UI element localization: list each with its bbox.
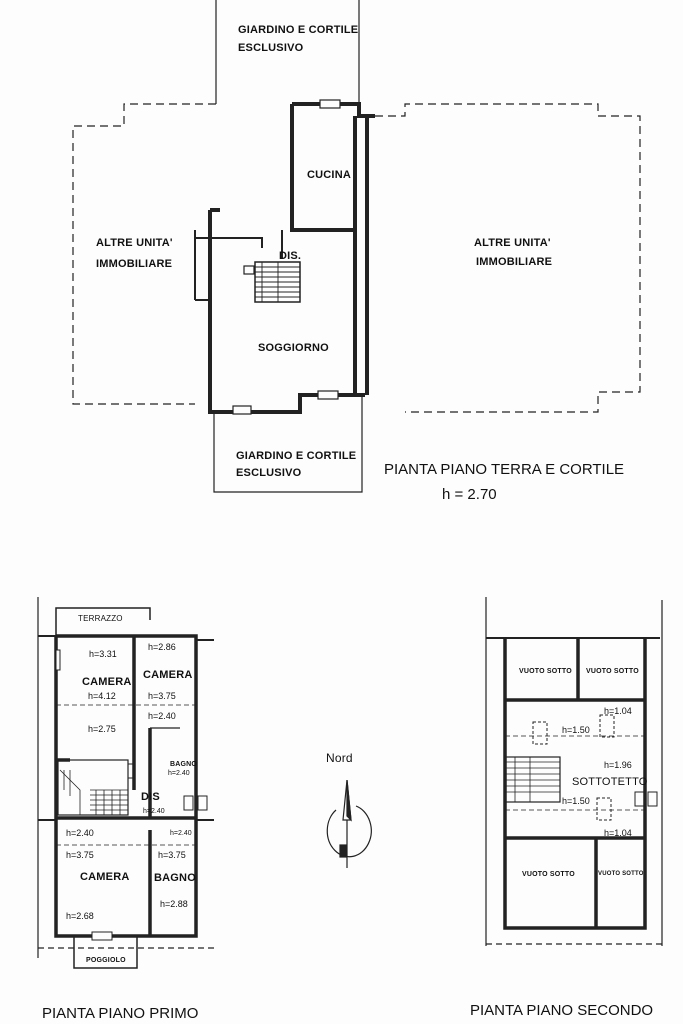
first-floor-dis-label: DIS <box>141 791 160 803</box>
other-units-left-label-line-2: IMMOBILIARE <box>96 258 173 270</box>
bedroom-1-label: CAMERA <box>82 676 132 688</box>
small-bathroom-label: BAGNO <box>170 761 198 768</box>
other-units-right-label-line-2: IMMOBILIARE <box>476 256 553 268</box>
second-floor-flue-2 <box>647 791 658 807</box>
balcony-label: POGGIOLO <box>86 957 126 964</box>
ground-window-2 <box>317 390 339 400</box>
first-floor-flue-1 <box>183 795 194 811</box>
void-below-3-label: VUOTO SOTTO <box>522 871 575 878</box>
second-floor-title: PIANTA PIANO SECONDO <box>470 1002 654 1019</box>
attic-label: SOTTOTETTO <box>572 776 648 788</box>
first-floor-stair-treads <box>59 769 128 815</box>
ground-floor-plan <box>72 0 641 493</box>
height-label: h=2.40 <box>170 830 192 837</box>
dis-label: DIS. <box>279 250 302 262</box>
first-floor-flue-2 <box>197 795 208 811</box>
second-floor-flue-1 <box>634 791 645 807</box>
second-floor-stair-treads <box>505 757 560 802</box>
north-label: Nord <box>326 751 353 765</box>
height-label: h=2.86 <box>148 642 176 652</box>
height-label: h=3.75 <box>158 850 186 860</box>
ground-stair-treads <box>255 262 300 302</box>
void-below-2-label: VUOTO SOTTO <box>586 668 639 675</box>
height-label: h=2.88 <box>160 899 188 909</box>
height-label: h=1.96 <box>604 760 632 770</box>
height-label: h=1.50 <box>562 725 590 735</box>
height-label: h=2.68 <box>66 911 94 921</box>
kitchen-label: CUCINA <box>307 169 351 181</box>
garden-top-label-line-2: ESCLUSIVO <box>238 42 304 54</box>
bathroom-label: BAGNO <box>154 872 196 884</box>
other-units-right-label-line-1: ALTRE UNITA' <box>474 237 551 249</box>
terrace-label: TERRAZZO <box>78 614 123 623</box>
garden-bottom-outline <box>213 395 363 493</box>
height-label: h=1.04 <box>604 706 632 716</box>
height-label: h=4.12 <box>88 691 116 701</box>
other-units-left-label-line-1: ALTRE UNITA' <box>96 237 173 249</box>
skylight-3 <box>596 797 612 821</box>
height-label: h=2.75 <box>88 724 116 734</box>
height-label: h=2.40 <box>66 828 94 838</box>
skylight-2 <box>599 714 615 738</box>
bedroom-2-label: CAMERA <box>143 669 193 681</box>
ground-floor-title: PIANTA PIANO TERRA E CORTILE <box>384 461 625 478</box>
height-label: h=2.40 <box>168 770 190 777</box>
height-label: h=3.31 <box>89 649 117 659</box>
height-label: h=2.40 <box>148 711 176 721</box>
void-below-4-label: VUOTO SOTTO <box>598 871 644 877</box>
ground-floor-walls <box>208 102 375 414</box>
height-label: h=3.75 <box>66 850 94 860</box>
first-floor-plan <box>37 597 214 969</box>
second-floor-plan <box>485 597 663 946</box>
north-arrow <box>326 779 372 868</box>
other-units-right-outline <box>375 103 641 413</box>
first-floor-stairs <box>57 759 129 816</box>
second-floor-stairs <box>504 756 561 803</box>
ground-window-3 <box>319 99 341 109</box>
height-label: h=1.04 <box>604 828 632 838</box>
height-label: h=1.50 <box>562 796 590 806</box>
skylight-1 <box>532 721 548 745</box>
height-label: h=3.75 <box>148 691 176 701</box>
height-label: h=2.40 <box>143 808 165 815</box>
living-room-label: SOGGIORNO <box>258 342 329 354</box>
garden-bottom-label-line-2: ESCLUSIVO <box>236 467 302 479</box>
terrace-outline <box>55 607 151 638</box>
balcony-outline <box>73 936 138 969</box>
garden-top-label-line-1: GIARDINO E CORTILE <box>238 24 359 36</box>
bedroom-3-label: CAMERA <box>80 871 130 883</box>
garden-bottom-label-line-1: GIARDINO E CORTILE <box>236 450 357 462</box>
ground-window-1 <box>232 405 252 415</box>
first-floor-title: PIANTA PIANO PRIMO <box>42 1005 199 1022</box>
ground-interior-lines <box>195 237 263 248</box>
void-below-1-label: VUOTO SOTTO <box>519 668 572 675</box>
ground-floor-height: h = 2.70 <box>442 486 497 503</box>
